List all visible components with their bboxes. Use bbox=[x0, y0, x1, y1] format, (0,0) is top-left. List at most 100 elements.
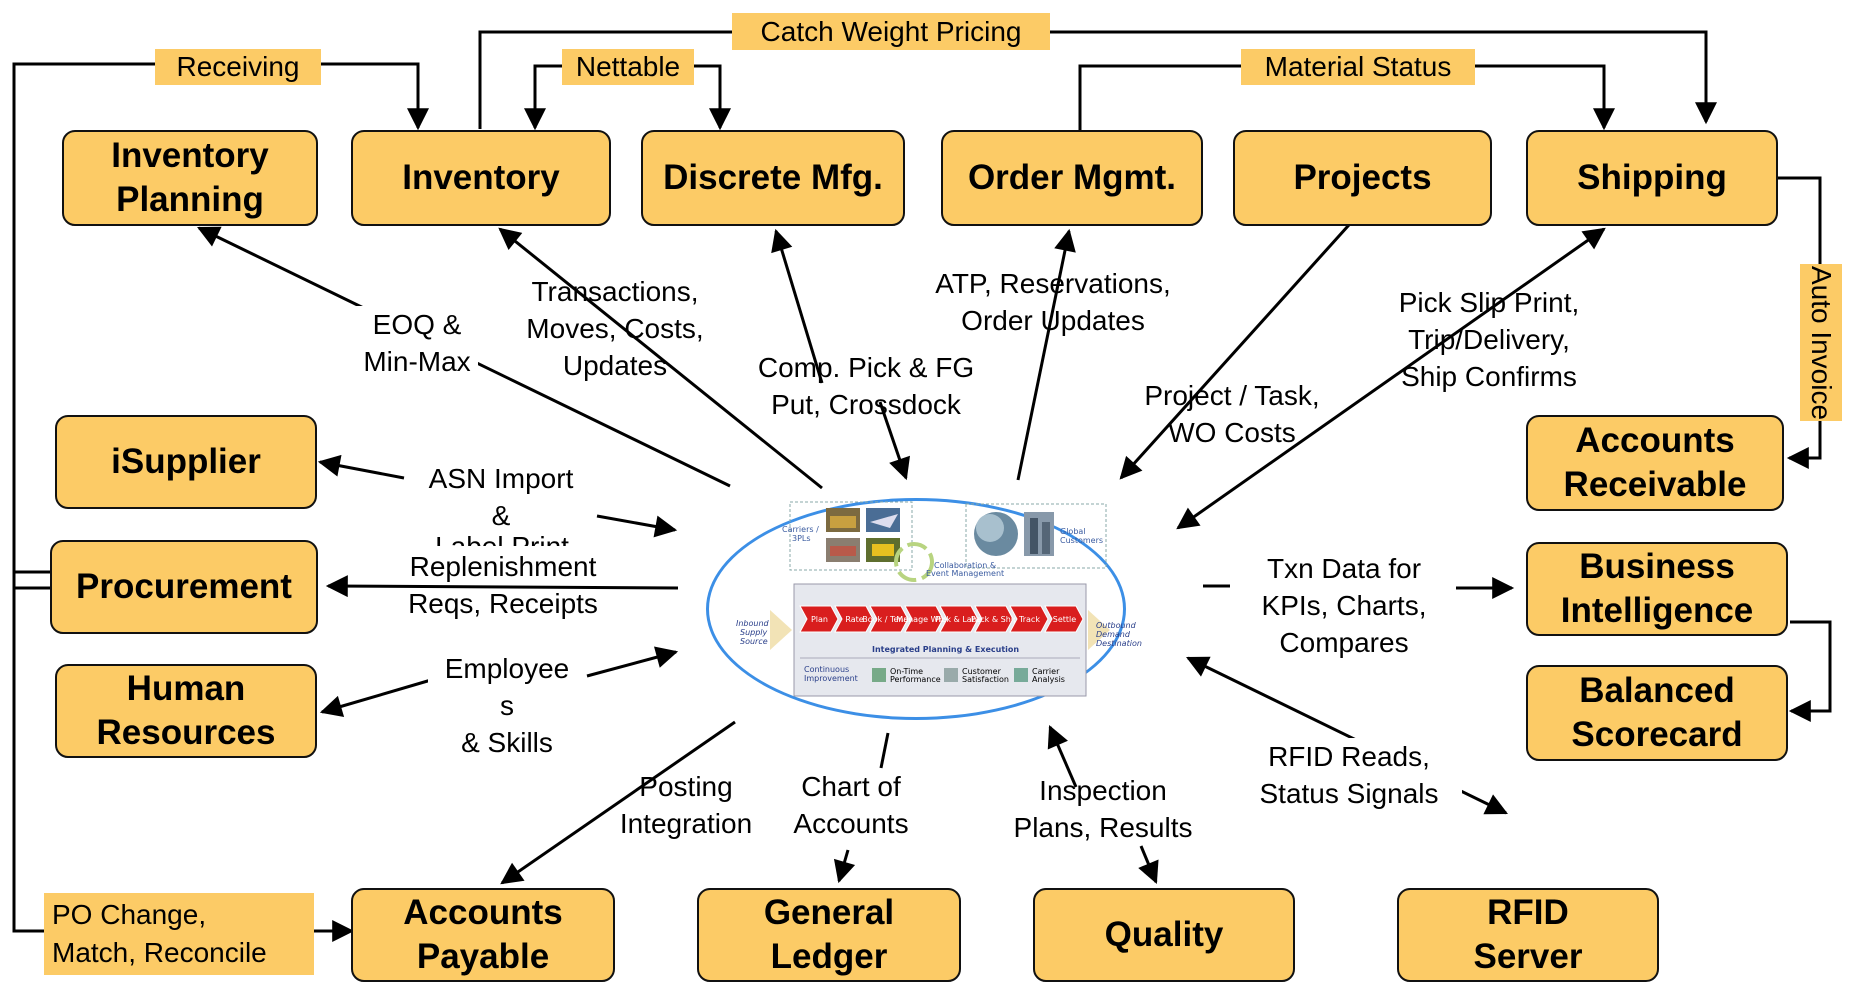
atp-label: ATP, Reservations, Order Updates bbox=[935, 268, 1171, 336]
nettable-tag: Nettable bbox=[562, 49, 694, 85]
accounts-payable-box[interactable]: Accounts Payable bbox=[351, 888, 615, 982]
general-ledger-box[interactable]: General Ledger bbox=[697, 888, 961, 982]
on-time-icon bbox=[872, 668, 886, 682]
comp-pick-line-up bbox=[771, 228, 824, 384]
business-intelligence-box[interactable]: Business Intelligence bbox=[1526, 542, 1788, 636]
collaboration-cycle-icon bbox=[894, 542, 934, 582]
svg-text:Source: Source bbox=[740, 637, 768, 646]
inspection-line-top bbox=[1047, 724, 1078, 788]
svg-text:Supply: Supply bbox=[740, 628, 768, 637]
employees-label: Employee s & Skills bbox=[428, 650, 586, 761]
chart-accounts-label: Chart of Accounts bbox=[793, 771, 909, 839]
catch-weight-tag: Catch Weight Pricing bbox=[732, 13, 1050, 50]
svg-text:Satisfaction: Satisfaction bbox=[962, 675, 1009, 684]
process-step-chevron bbox=[1009, 605, 1049, 633]
rfid-server-box[interactable]: RFID Server bbox=[1397, 888, 1659, 982]
chart-accounts-line-bottom bbox=[833, 849, 856, 884]
material-status-tag: Material Status bbox=[1241, 49, 1475, 85]
inbound-text: Inbound bbox=[736, 619, 770, 628]
quality-box[interactable]: Quality bbox=[1033, 888, 1295, 982]
eoq-label: EOQ & Min-Max bbox=[356, 306, 478, 380]
po-change-tag: PO Change, Match, Reconcile bbox=[44, 893, 314, 975]
svg-text:Customers: Customers bbox=[1060, 536, 1103, 545]
auto-invoice-tag: Auto Invoice bbox=[1800, 264, 1842, 421]
process-step-label: Pack & Ship bbox=[971, 615, 1018, 624]
replenishment-label: Replenishment Reqs, Receipts bbox=[408, 551, 598, 619]
svg-text:3PLs: 3PLs bbox=[792, 534, 811, 543]
svg-text:Event Management: Event Management bbox=[926, 569, 1004, 578]
customers-panel bbox=[965, 503, 1107, 569]
plane-photo-icon bbox=[866, 508, 900, 532]
replenishment-line bbox=[325, 575, 679, 598]
process-step-chevron bbox=[834, 605, 874, 633]
continuous-text: Continuous bbox=[804, 665, 849, 674]
svg-text:On-Time: On-Time bbox=[890, 667, 923, 676]
svg-text:Analysis: Analysis bbox=[1032, 675, 1065, 684]
process-step-label: Pick & Label bbox=[935, 615, 984, 624]
inspection-line-bottom bbox=[1138, 845, 1159, 885]
process-step-chevron bbox=[869, 605, 909, 633]
process-panel bbox=[793, 583, 1087, 697]
svg-text:Carrier: Carrier bbox=[1032, 667, 1060, 676]
posting-label: Posting Integration bbox=[619, 771, 753, 839]
svg-text:Customer: Customer bbox=[962, 667, 1002, 676]
txn-data-label: Txn Data for KPIs, Charts, Compares bbox=[1232, 550, 1456, 661]
bi-bsc-line bbox=[1788, 620, 1832, 722]
isupplier-line bbox=[317, 454, 405, 480]
transactions-line bbox=[498, 227, 823, 490]
process-step-label: Track bbox=[1018, 615, 1040, 624]
employees-line-left bbox=[319, 678, 432, 717]
outbound-arrow-icon bbox=[1088, 610, 1110, 650]
transactions-label: Transactions, Moves, Costs, Updates bbox=[526, 276, 704, 381]
employees-line-right bbox=[586, 646, 679, 678]
process-step-label: Book / Tender bbox=[862, 615, 917, 624]
asn-import-label: ASN Import & bbox=[408, 460, 594, 534]
asn-line bbox=[596, 514, 678, 538]
chart-accounts-line-top bbox=[879, 732, 890, 769]
posting-line bbox=[500, 720, 736, 885]
carriers-text: Carriers / bbox=[782, 525, 819, 534]
accounts-receivable-box[interactable]: Accounts Receivable bbox=[1526, 415, 1784, 511]
cargo-photo-icon bbox=[826, 538, 860, 562]
rfid-reads-label: RFID Reads, Status Signals bbox=[1236, 738, 1462, 812]
receiving-line bbox=[12, 62, 429, 590]
inventory-box[interactable]: Inventory bbox=[351, 130, 611, 226]
process-step-chevron bbox=[1044, 605, 1084, 633]
svg-text:Demand: Demand bbox=[1096, 630, 1131, 639]
process-step-label: Manage Whse bbox=[896, 615, 952, 624]
process-step-chevron bbox=[904, 605, 944, 633]
projects-box[interactable]: Projects bbox=[1233, 130, 1492, 226]
van-photo-icon bbox=[866, 538, 900, 562]
procurement-box[interactable]: Procurement bbox=[50, 540, 318, 634]
receiving-tag: Receiving bbox=[155, 49, 321, 85]
project-task-label: Project / Task, WO Costs bbox=[1144, 380, 1320, 448]
svg-text:Performance: Performance bbox=[890, 675, 941, 684]
truck-photo-icon bbox=[826, 508, 860, 532]
inventory-planning-box[interactable]: Inventory Planning bbox=[62, 130, 318, 226]
process-step-label: Plan bbox=[811, 615, 828, 624]
isupplier-box[interactable]: iSupplier bbox=[55, 415, 317, 509]
svg-text:Destination: Destination bbox=[1096, 639, 1142, 648]
balanced-scorecard-box[interactable]: Balanced Scorecard bbox=[1526, 665, 1788, 761]
pick-slip-line bbox=[1176, 227, 1606, 530]
shipping-box[interactable]: Shipping bbox=[1526, 130, 1778, 226]
pick-slip-label: Pick Slip Print, Trip/Delivery, Ship Con… bbox=[1398, 287, 1580, 392]
carrier-analysis-icon bbox=[1014, 668, 1028, 682]
catch-weight-line bbox=[478, 30, 1717, 129]
collaboration-text: Collaboration & bbox=[934, 561, 996, 570]
comp-pick-label: Comp. Pick & FG Put, Crossdock bbox=[757, 352, 975, 420]
human-resources-box[interactable]: Human Resources bbox=[55, 664, 317, 758]
order-mgmt-box[interactable]: Order Mgmt. bbox=[941, 130, 1203, 226]
outbound-text: Outbound bbox=[1096, 621, 1137, 630]
process-step-chevron bbox=[799, 605, 839, 633]
inspection-label: Inspection Plans, Results bbox=[1013, 775, 1193, 843]
process-step-label: Rate bbox=[845, 615, 863, 624]
global-customers-text: Global bbox=[1060, 527, 1086, 536]
customer-sat-icon bbox=[944, 668, 958, 682]
process-step-chevron bbox=[939, 605, 979, 633]
discrete-mfg-box[interactable]: Discrete Mfg. bbox=[641, 130, 905, 226]
comp-pick-line-down bbox=[878, 401, 910, 481]
